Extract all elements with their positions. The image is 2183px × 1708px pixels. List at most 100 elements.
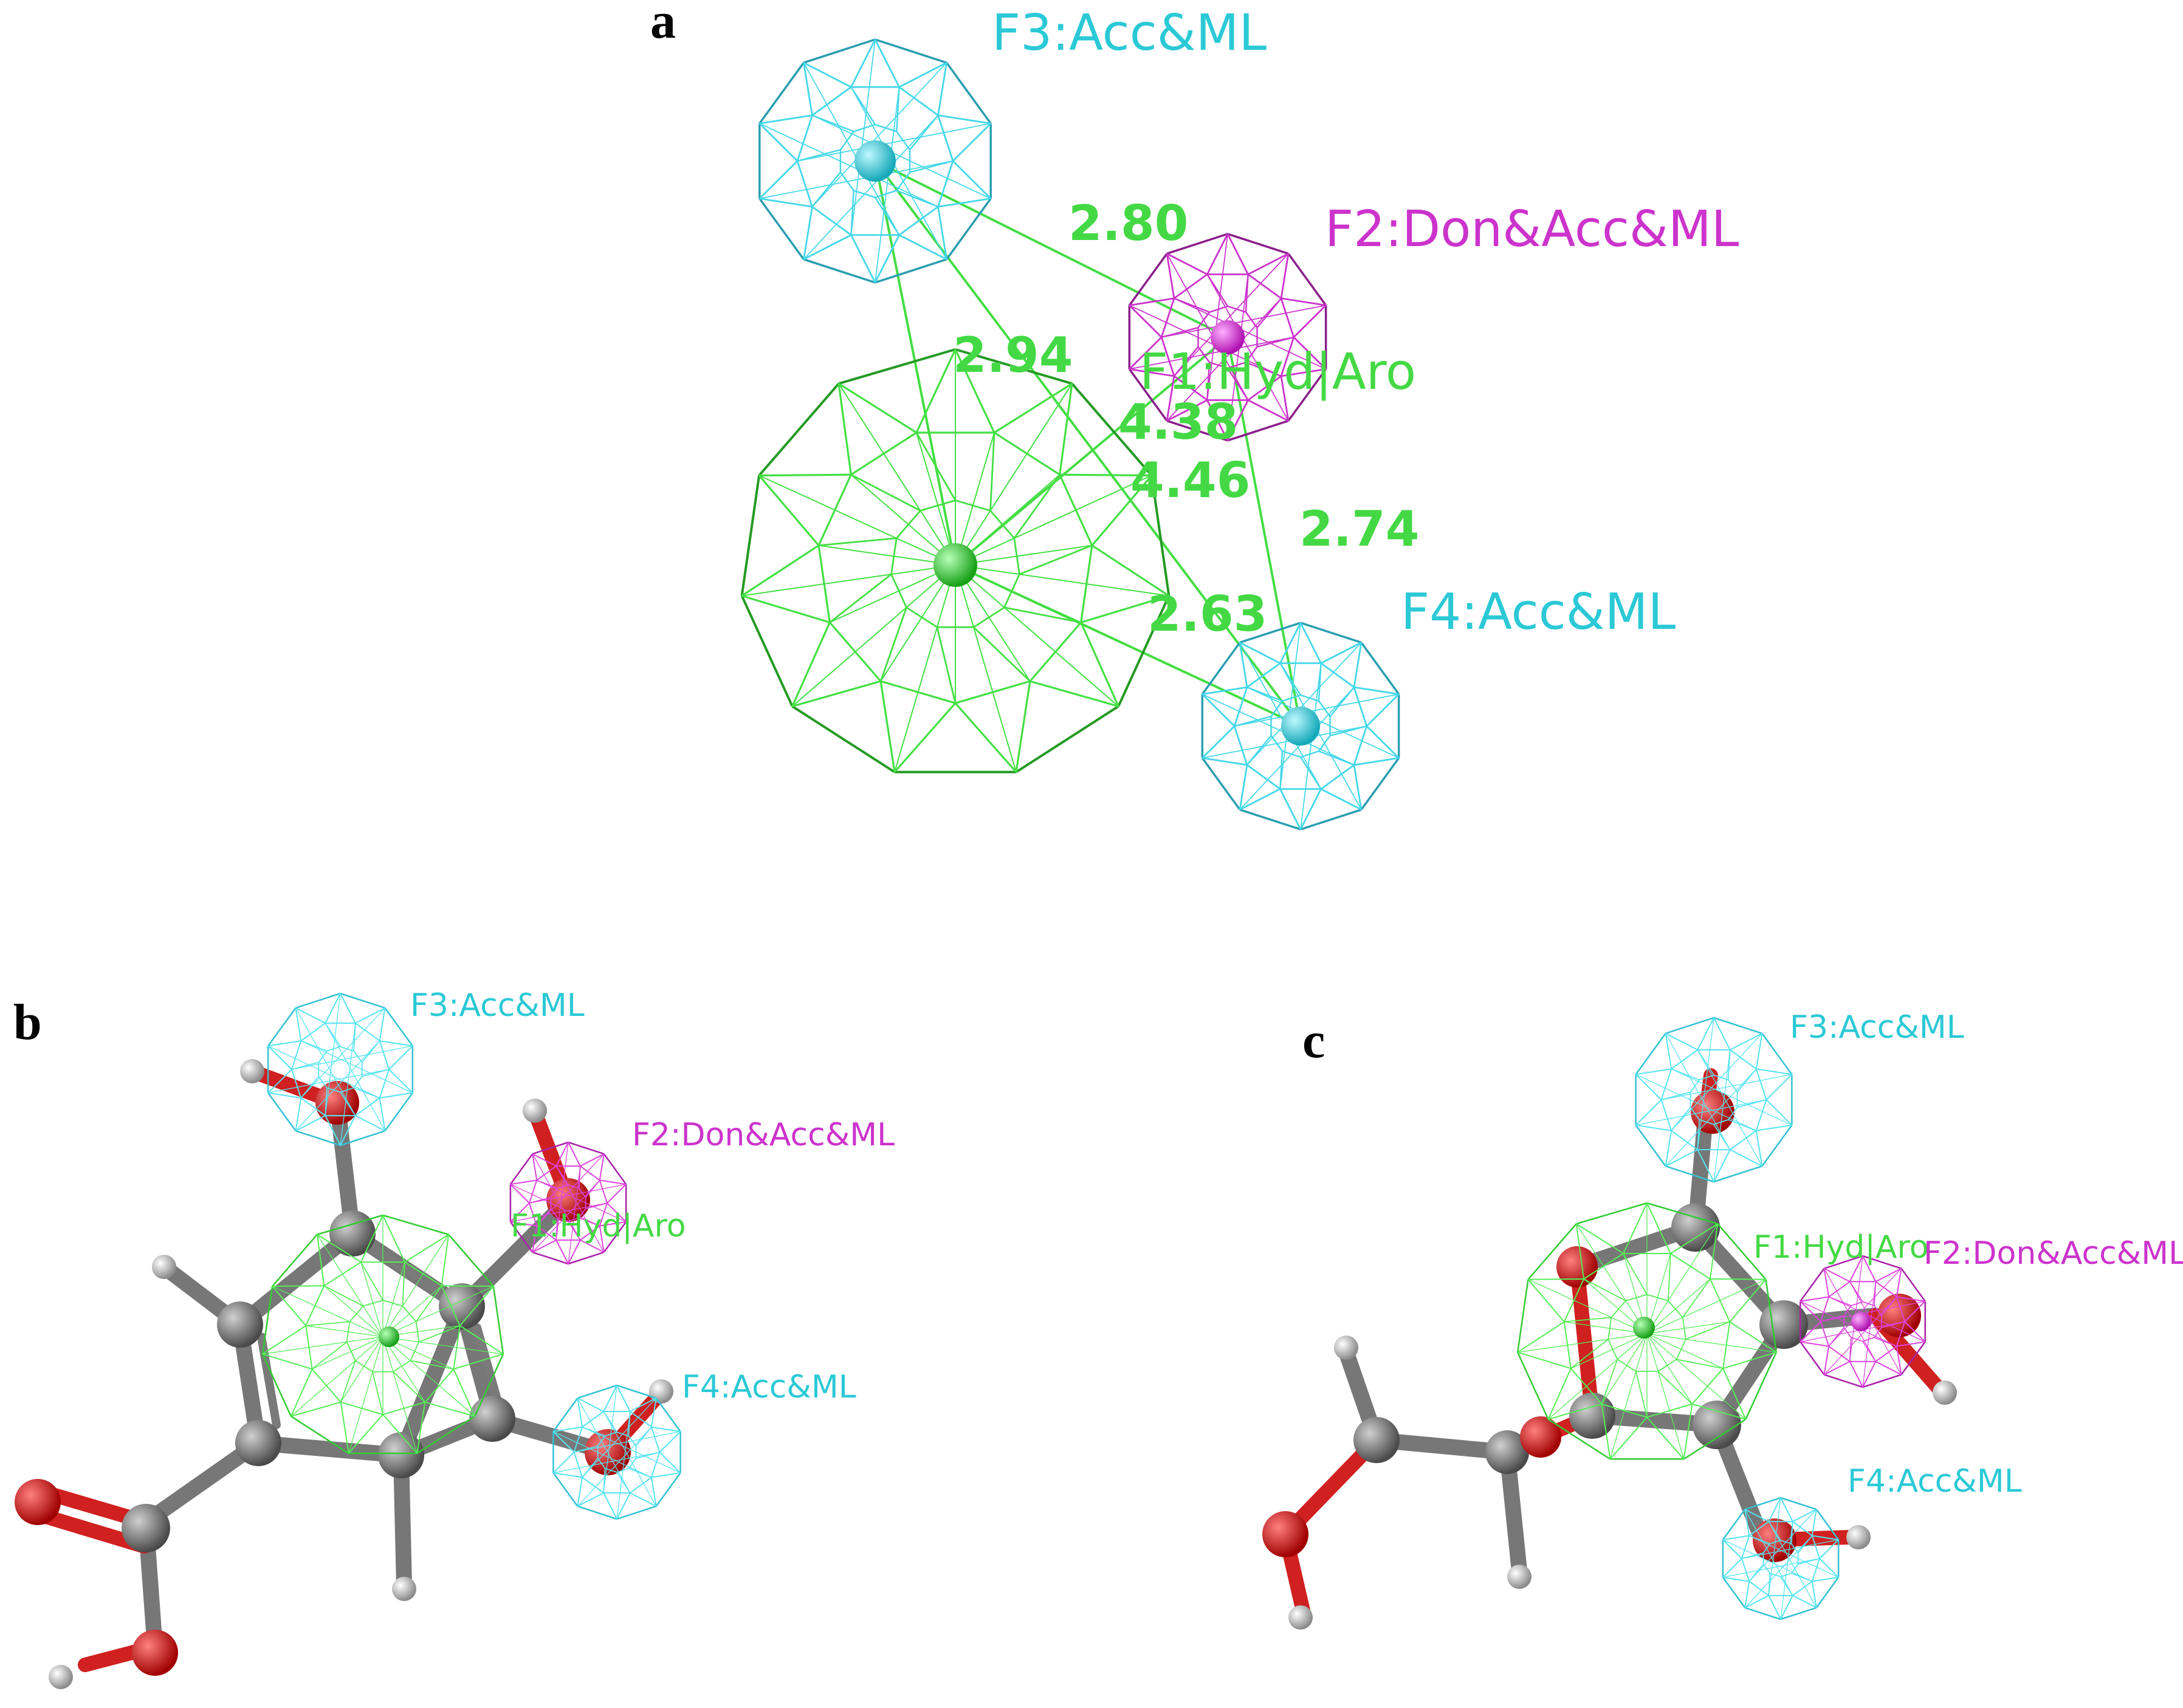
- mesh-edge: [1527, 1279, 1565, 1323]
- mesh-edge: [1623, 1202, 1648, 1254]
- mesh-edge: [355, 1097, 380, 1116]
- mesh-edge: [1896, 1297, 1906, 1322]
- mesh-edge: [1166, 376, 1175, 421]
- mesh-edge: [262, 1325, 306, 1355]
- carbon-atom: [122, 1504, 170, 1552]
- mesh-edge: [532, 1141, 569, 1155]
- mesh-edge: [574, 1431, 681, 1453]
- mesh-edge: [811, 206, 852, 236]
- mesh-edge: [1755, 1033, 1763, 1069]
- mesh-edge: [818, 537, 897, 547]
- mesh-edge: [1607, 1317, 1612, 1340]
- mesh-edge: [1247, 375, 1282, 401]
- mesh-edge: [1671, 1068, 1700, 1081]
- mesh-edge: [1815, 1509, 1840, 1540]
- mesh-sphere-f3-acceptor: [1635, 1017, 1793, 1183]
- mesh-edge: [938, 114, 991, 125]
- mesh-edge: [812, 114, 991, 199]
- mesh-edge: [552, 1452, 575, 1473]
- mesh-edge: [1161, 304, 1326, 338]
- mesh-edge: [1128, 253, 1168, 306]
- mesh-edge: [937, 207, 947, 260]
- mesh-edge: [317, 1233, 362, 1263]
- mesh-edge: [616, 1411, 631, 1520]
- mesh-edge: [603, 1153, 627, 1185]
- mesh-edge: [1287, 253, 1327, 306]
- mesh-edge: [915, 432, 957, 501]
- mesh-edge: [1174, 298, 1327, 370]
- mesh-edge: [1770, 1540, 1781, 1545]
- mesh-edge: [360, 1261, 383, 1301]
- oxygen-atom: [132, 1630, 178, 1676]
- mesh-edge: [1570, 1279, 1766, 1369]
- mesh-edge: [510, 1184, 530, 1204]
- mesh-edge: [1730, 1032, 1762, 1051]
- mesh-edge: [295, 1007, 302, 1041]
- mesh-edge: [1828, 1281, 1851, 1298]
- mesh-edge: [616, 1492, 631, 1520]
- mesh-edge: [267, 1040, 301, 1047]
- mesh-edge: [1206, 362, 1211, 400]
- feature-label-f1: F1:Hyd|Aro: [511, 1208, 686, 1244]
- mesh-edge: [616, 1384, 657, 1399]
- mesh-edge: [1761, 1124, 1793, 1167]
- mesh-edge: [536, 1153, 605, 1227]
- mesh-edge: [552, 1472, 579, 1507]
- mesh-edge: [1722, 1577, 1746, 1608]
- mesh-edge: [1548, 1278, 1711, 1420]
- carbon-atom: [1569, 1393, 1615, 1439]
- mesh-edge: [1900, 1341, 1926, 1376]
- mesh-edge: [325, 1023, 386, 1131]
- mesh-edge: [803, 61, 852, 88]
- mesh-edge: [340, 1234, 449, 1403]
- mesh-edge: [896, 510, 921, 539]
- mesh-edge: [1862, 1255, 1877, 1282]
- mesh-edge: [306, 1321, 350, 1326]
- mesh-edge: [1239, 808, 1301, 831]
- mesh-edge: [1206, 274, 1289, 421]
- mesh-edge: [898, 234, 947, 261]
- mesh-sphere-f2-donor: [1128, 233, 1327, 442]
- mesh-edge: [295, 1097, 302, 1131]
- mesh-edge: [1800, 1267, 1825, 1302]
- mesh-edge: [599, 1180, 608, 1204]
- mesh-edge: [1761, 1033, 1793, 1075]
- feature-label-f1: F1:Hyd|Aro: [1140, 343, 1416, 401]
- mesh-edge: [1748, 1580, 1769, 1596]
- mesh-edge: [1239, 642, 1248, 688]
- mesh-edge: [379, 1040, 390, 1070]
- mesh-edge: [853, 123, 876, 132]
- mesh-edge: [509, 1221, 534, 1253]
- mesh-edge: [1071, 383, 1153, 476]
- mesh-edge: [300, 1097, 326, 1116]
- mesh-edge: [1280, 298, 1295, 338]
- mesh-edge: [291, 1045, 413, 1070]
- mesh-edge: [568, 1142, 581, 1167]
- mesh-edge: [796, 160, 813, 207]
- mesh-edge: [1280, 253, 1290, 299]
- mesh-edge: [603, 1492, 617, 1520]
- mesh-edge: [1722, 1558, 1742, 1578]
- mesh-edge: [1657, 1371, 1693, 1405]
- mesh-edge: [1601, 1223, 1718, 1405]
- mesh-edge: [580, 1165, 600, 1181]
- mesh-edge: [894, 432, 995, 772]
- mesh-edge: [850, 235, 876, 283]
- mesh-edge: [529, 1196, 551, 1204]
- mesh-edge: [1299, 788, 1322, 830]
- feature-label-f3: F3:Acc&ML: [410, 987, 585, 1024]
- mesh-edge: [1676, 1359, 1724, 1370]
- mesh-edge: [1293, 337, 1327, 370]
- mesh-edge: [555, 1142, 569, 1167]
- mesh-edge: [650, 1477, 657, 1507]
- mesh-edge: [325, 1088, 328, 1116]
- mesh-edge: [509, 1153, 534, 1185]
- mesh-edge: [1768, 1595, 1781, 1620]
- mesh-edge: [1202, 757, 1248, 766]
- mesh-edge: [946, 197, 992, 260]
- mesh-edge: [382, 1414, 418, 1454]
- mesh-edge: [555, 1165, 605, 1253]
- mesh-edge: [1239, 764, 1248, 810]
- mesh-edge: [1862, 1255, 1902, 1269]
